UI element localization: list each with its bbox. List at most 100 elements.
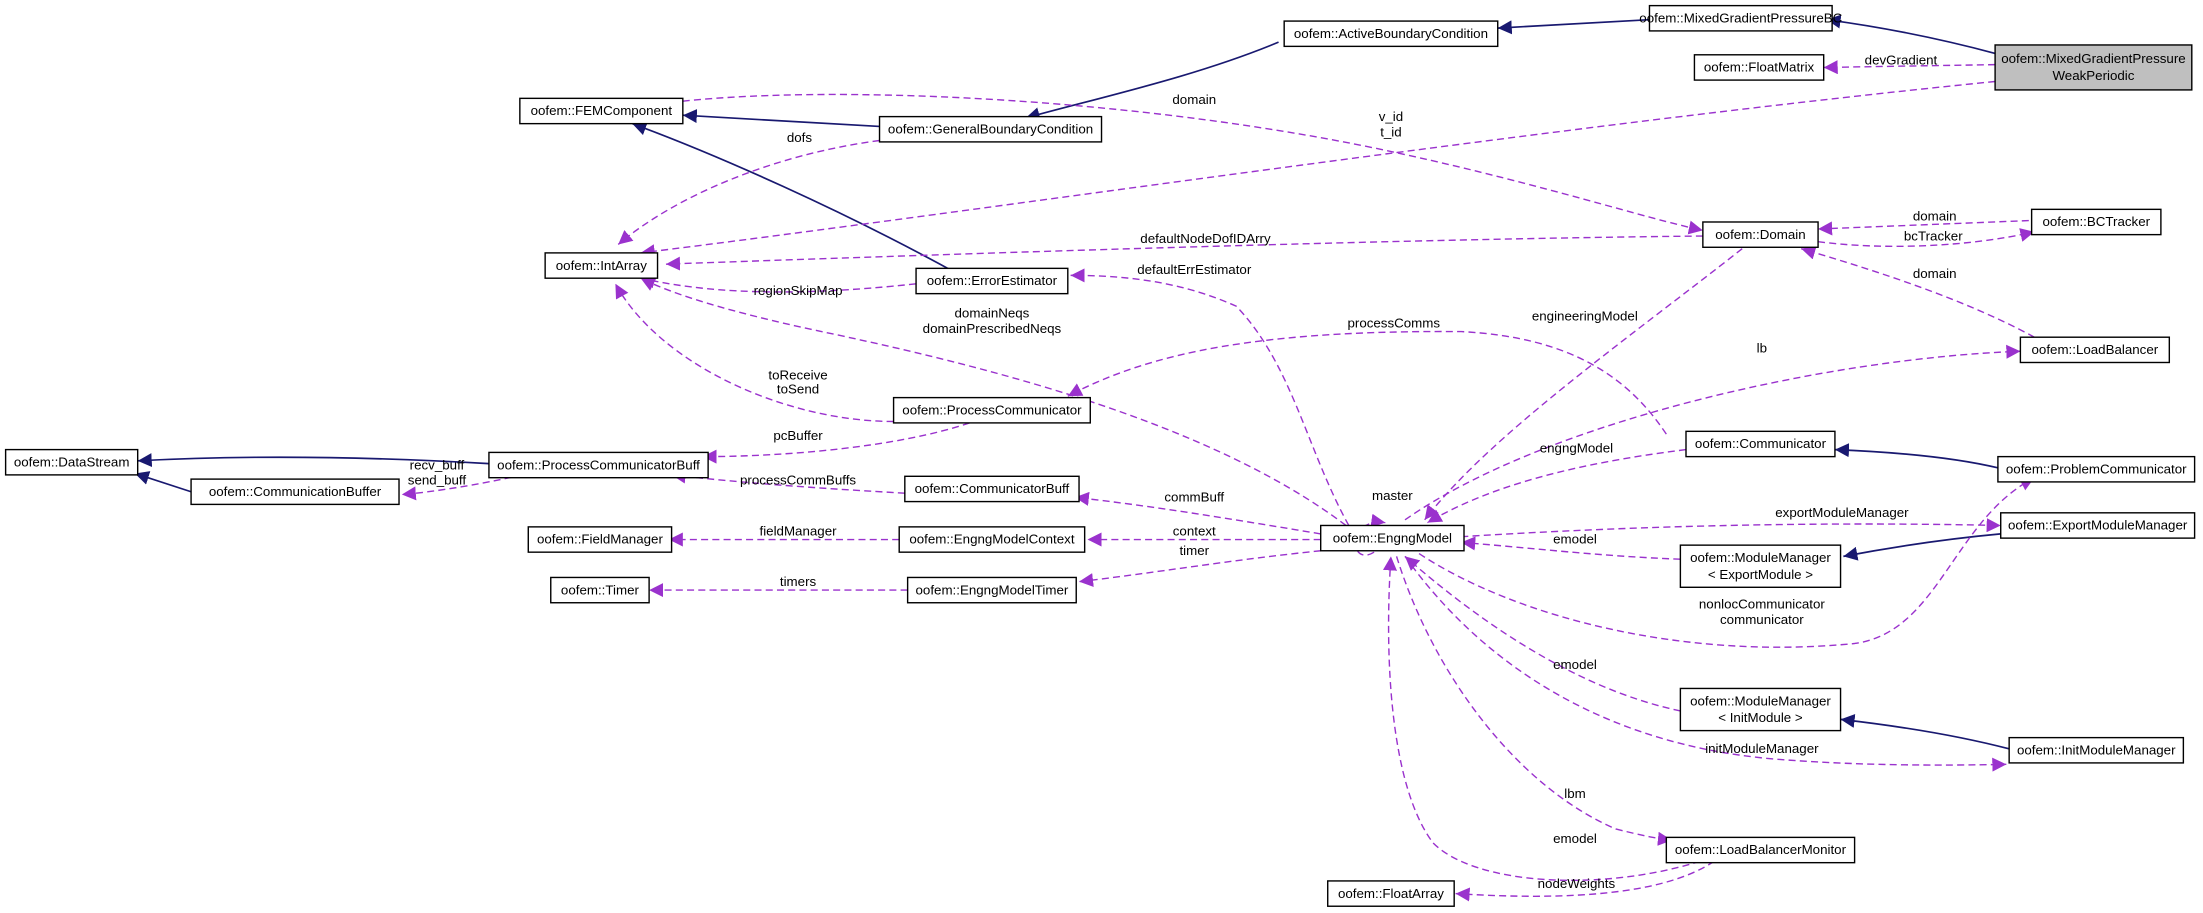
node-mixedgradientpressureweakperiodic-line2: WeakPeriodic [2052,68,2134,83]
label-fieldmanager: fieldManager [760,523,838,538]
node-floatmatrix[interactable]: oofem::FloatMatrix [1693,54,1825,81]
edge-inherit-processcommbuff-datastream [137,453,489,468]
node-generalboundarycondition[interactable]: oofem::GeneralBoundaryCondition [878,115,1103,143]
edge-use-modmgr-export-engngmodel [1461,536,1681,560]
label-nodeweights: nodeWeights [1538,876,1616,891]
edge-use-generalbc-intarray [617,139,880,246]
label-timer: timer [1179,543,1209,558]
edge-use-processcommunicator-processcommbuff [702,422,970,464]
node-mixedgradientpressureweakperiodic-line1: oofem::MixedGradientPressure [2001,51,2185,66]
edge-inherit-activebc-femcomponent [1025,41,1279,121]
node-mixedgradientpressureweakperiodic[interactable]: oofem::MixedGradientPressure WeakPeriodi… [1994,44,2193,91]
label-send-buff: send_buff [408,473,467,488]
node-exportmodulemanager-label: oofem::ExportModuleManager [2008,518,2188,533]
label-emodel-export: emodel [1553,532,1597,547]
edge-use-engngmodel-communicatorbuff [1074,491,1321,535]
edge-use-domain-intarray [665,235,1703,271]
node-engngmodel[interactable]: oofem::EngngModel [1319,524,1465,552]
node-floatarray-label: oofem::FloatArray [1338,886,1444,901]
edge-use-modmgr-init-engngmodel [1404,555,1681,712]
edge-use-engngmodel-engngmodeltimer [1078,550,1321,588]
node-processcommunicatorbuff-label: oofem::ProcessCommunicatorBuff [497,457,700,472]
node-fieldmanager-label: oofem::FieldManager [537,532,664,547]
edge-use-domain-bctracker [1817,228,2035,247]
edge-inherit-generalbc-femcomponent [682,108,880,128]
edge-use-engngmodel-exportmodulemanager [1461,518,2001,538]
node-loadbalancermonitor[interactable]: oofem::LoadBalancerMonitor [1665,836,1856,864]
edge-use-engngmodel-problemcommunicator [1418,477,2035,648]
node-processcommunicator[interactable]: oofem::ProcessCommunicator [892,396,1091,424]
label-lb: lb [1757,341,1767,356]
node-initmodulemanager-label: oofem::InitModuleManager [2017,742,2176,757]
node-engngmodelcontext[interactable]: oofem::EngngModelContext [898,526,1086,553]
edge-use-devgradient [1823,60,1996,75]
node-modulemanager-exportmodule-line1: oofem::ModuleManager [1690,550,1831,565]
node-exportmodulemanager[interactable]: oofem::ExportModuleManager [2000,512,2196,539]
node-modulemanager-initmodule[interactable]: oofem::ModuleManager < InitModule > [1679,687,1842,732]
edge-inherit-exportmodulemanager-modmgr-export [1843,533,2001,561]
node-domain[interactable]: oofem::Domain [1702,221,1819,248]
node-femcomponent[interactable]: oofem::FEMComponent [519,97,684,125]
edge-use-engngmodel-intarray [640,277,1347,527]
label-dofs: dofs [787,130,813,145]
node-timer-label: oofem::Timer [561,582,640,597]
label-master: master [1372,488,1413,503]
label-regionskipmap: regionSkipMap [754,283,843,298]
node-problemcommunicator[interactable]: oofem::ProblemCommunicator [1997,455,2196,483]
node-problemcommunicator-label: oofem::ProblemCommunicator [2006,461,2187,476]
node-activeboundarycondition[interactable]: oofem::ActiveBoundaryCondition [1283,20,1499,48]
node-fieldmanager[interactable]: oofem::FieldManager [527,526,673,553]
edge-use-loadbalancermonitor-floatarray [1455,860,1715,902]
label-vid: v_id [1379,109,1403,124]
edge-use-bctracker-domain [1818,219,2029,236]
edge-use-communicator-engngmodel [1427,448,1687,524]
label-domainneqs: domainNeqs [955,306,1030,321]
node-loadbalancer-label: oofem::LoadBalancer [2032,342,2159,357]
edge-use-focus-intarray [640,80,1996,259]
node-loadbalancer[interactable]: oofem::LoadBalancer [2019,336,2171,364]
edge-use-loadbalancer-domain [1801,245,2035,338]
node-communicationbuffer[interactable]: oofem::CommunicationBuffer [190,478,400,506]
label-commbuff: commBuff [1164,490,1224,505]
edge-use-domain-engngmodel [1424,248,1743,521]
label-initmodulemanager: initModuleManager [1705,741,1819,756]
node-engngmodeltimer[interactable]: oofem::EngngModelTimer [906,576,1077,604]
node-intarray[interactable]: oofem::IntArray [544,252,659,279]
node-communicator[interactable]: oofem::Communicator [1685,430,1836,458]
edge-use-engngmodel-loadbalancer [1404,344,2021,521]
edge-use-loadbalancermonitor-engngmodel [1382,556,1701,881]
edge-use-engngmodel-initmodulemanager [1404,555,2007,772]
node-generalboundarycondition-label: oofem::GeneralBoundaryCondition [888,121,1093,136]
node-initmodulemanager[interactable]: oofem::InitModuleManager [2008,736,2185,764]
edge-inherit-communicationbuffer-datastream [134,471,192,493]
node-datastream-label: oofem::DataStream [14,454,130,469]
edge-labels: devGradient domain v_id t_id dofs domain… [408,53,1963,891]
label-communicator: communicator [1720,612,1804,627]
node-floatarray[interactable]: oofem::FloatArray [1327,880,1455,907]
node-processcommunicator-label: oofem::ProcessCommunicator [902,402,1082,417]
label-devgradient: devGradient [1865,53,1938,68]
node-communicatorbuff[interactable]: oofem::CommunicatorBuff [904,475,1080,503]
node-bctracker-label: oofem::BCTracker [2042,214,2150,229]
label-engngmodel: engngModel [1540,440,1613,455]
node-errorestimator[interactable]: oofem::ErrorEstimator [915,267,1069,295]
node-communicationbuffer-label: oofem::CommunicationBuffer [209,484,382,499]
edge-use-communicator-processcommunicator [1067,330,1667,435]
label-emodel-init: emodel [1553,657,1597,672]
node-datastream[interactable]: oofem::DataStream [4,448,139,476]
node-domain-label: oofem::Domain [1715,227,1805,242]
node-modulemanager-exportmodule[interactable]: oofem::ModuleManager < ExportModule > [1679,544,1842,588]
node-timer[interactable]: oofem::Timer [550,576,650,604]
node-engngmodeltimer-label: oofem::EngngModelTimer [916,582,1069,597]
node-floatmatrix-label: oofem::FloatMatrix [1704,60,1815,75]
node-modulemanager-exportmodule-line2: < ExportModule > [1708,567,1813,582]
edge-use-engngmodel-loadbalancermonitor [1395,556,1673,846]
edge-inherit-problemcommunicator-communicator [1834,443,1999,469]
edge-use-femcomponent-domain [682,93,1704,235]
label-processcommbuffs: processCommBuffs [740,473,856,488]
node-bctracker[interactable]: oofem::BCTracker [2030,208,2162,236]
node-processcommunicatorbuff[interactable]: oofem::ProcessCommunicatorBuff [488,451,709,479]
edge-use-processcommunicator-intarray [614,283,894,423]
node-mixedgradientpressurebc[interactable]: oofem::MixedGradientPressureBC [1639,4,1843,32]
